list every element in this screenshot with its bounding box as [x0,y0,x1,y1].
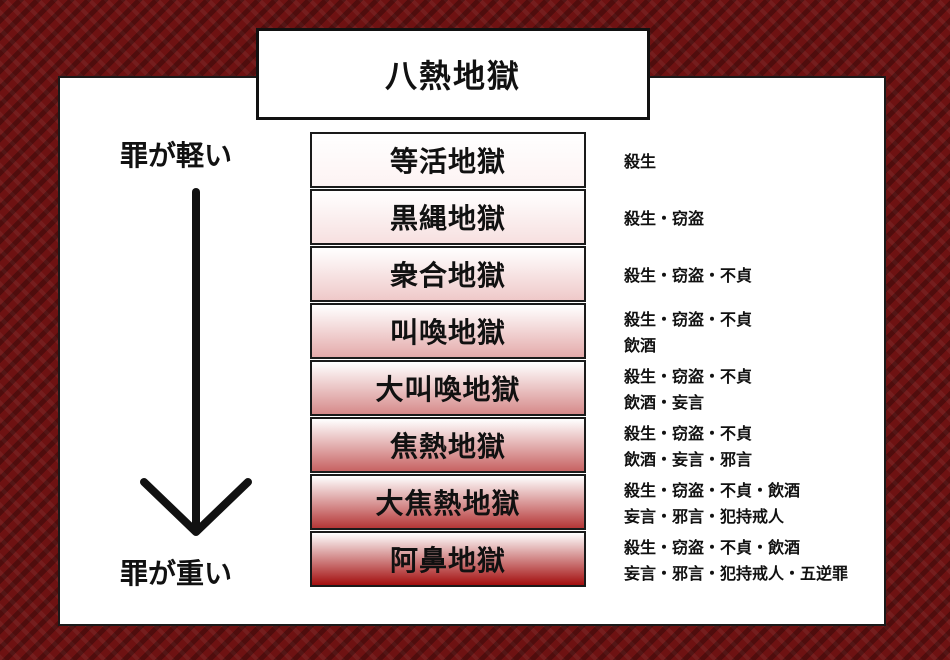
diagram-title: 八熱地獄 [256,28,650,120]
hell-level: 黒縄地獄 [310,189,586,245]
sin-line: 飲酒・妄言 [624,393,705,412]
sin-line: 殺生・窃盗・不貞・飲酒 [624,538,801,557]
hell-level: 叫喚地獄 [310,303,586,359]
sin-line: 殺生・窃盗・不貞・飲酒 [624,481,801,500]
hell-level: 等活地獄 [310,132,586,188]
sin-line: 妄言・邪言・犯持戒人・五逆罪 [624,564,849,583]
sin-line: 飲酒・妄言・邪言 [624,450,753,469]
sin-list: 殺生・窃盗・不貞 飲酒・妄言・邪言 [624,419,874,475]
sin-list: 殺生 [624,134,874,190]
hell-level: 大焦熱地獄 [310,474,586,530]
sin-line: 殺生・窃盗・不貞 [624,266,753,285]
sin-line: 殺生 [624,152,657,171]
heavy-sin-label: 罪が重い [120,557,233,590]
sin-line: 妄言・邪言・犯持戒人 [624,507,785,526]
sin-line: 殺生・窃盗・不貞 [624,424,753,443]
light-sin-label: 罪が軽い [120,139,233,172]
hell-level: 衆合地獄 [310,246,586,302]
hell-level: 阿鼻地獄 [310,531,586,587]
sin-list: 殺生・窃盗 [624,191,874,247]
sin-list: 殺生・窃盗・不貞 [624,248,874,304]
sin-list: 殺生・窃盗・不貞 飲酒 [624,305,874,361]
down-arrow-icon [140,188,252,536]
hell-level: 大叫喚地獄 [310,360,586,416]
sin-line: 殺生・窃盗 [624,209,705,228]
sin-list: 殺生・窃盗・不貞・飲酒 妄言・邪言・犯持戒人 [624,476,874,532]
sin-line: 飲酒 [624,336,657,355]
sin-line: 殺生・窃盗・不貞 [624,367,753,386]
sin-line: 殺生・窃盗・不貞 [624,310,753,329]
hell-level: 焦熱地獄 [310,417,586,473]
sin-list: 殺生・窃盗・不貞・飲酒 妄言・邪言・犯持戒人・五逆罪 [624,533,874,589]
sin-list: 殺生・窃盗・不貞 飲酒・妄言 [624,362,874,418]
